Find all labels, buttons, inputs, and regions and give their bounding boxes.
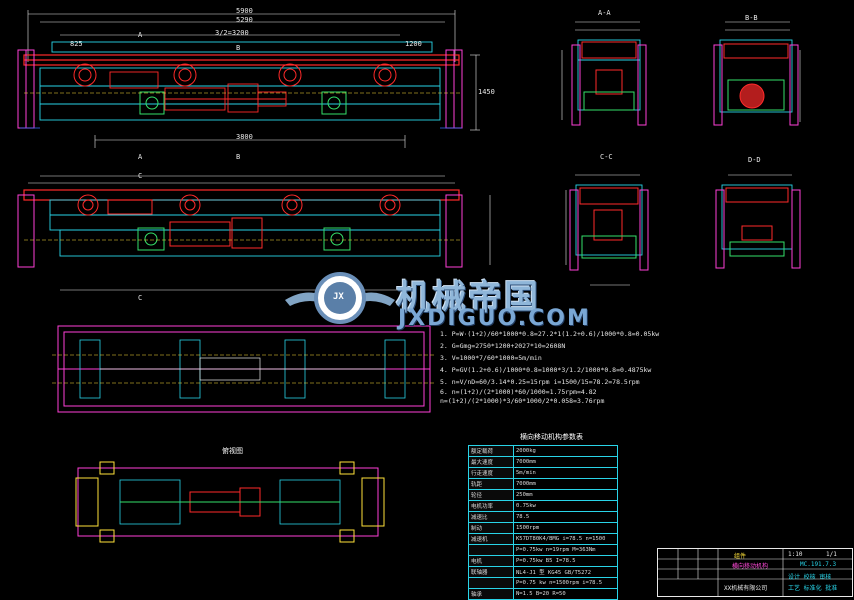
param-key: 电机 [468, 555, 514, 567]
param-value: 250mm [513, 489, 618, 501]
section-b-label: B-B [745, 14, 758, 22]
param-value: P=0.75kw B5 I=78.5 [513, 555, 618, 567]
param-key: 减速比 [468, 511, 514, 523]
calc-note: n=(1+2)/(2*1000)*3/60*1000/2*0.058=3.76r… [440, 397, 605, 405]
param-key [468, 544, 514, 556]
param-value: 78.5 [513, 511, 618, 523]
title-block: MC.191.7.3 横向移动机构 1:10 1/1 组件 XX机械有限公司 设… [657, 548, 853, 597]
watermark-wings [285, 272, 395, 324]
dim-right: 1200 [405, 40, 422, 48]
param-key: 行走速度 [468, 467, 514, 479]
title-block-scale: 1:10 [788, 551, 803, 558]
param-key: 减速机 [468, 533, 514, 545]
calc-note: 4. P=GV(1.2+0.6)/1000*0.8=1000*3/1.2/100… [440, 366, 652, 374]
dim-inner: 5290 [236, 16, 253, 24]
param-value: 5m/min [513, 467, 618, 479]
param-value: 1500rpm [513, 522, 618, 534]
calc-note: 5. n=V/nD=60/3.14*0.25=15rpm i=1500/15=7… [440, 378, 640, 386]
param-value: 7000mm [513, 478, 618, 490]
param-value: 0.75kw [513, 500, 618, 512]
param-key: 联轴器 [468, 566, 514, 578]
section-c-label: C-C [600, 153, 613, 161]
cut-mark-c-bottom: C [138, 294, 143, 302]
param-value: 2000kg [513, 445, 618, 457]
section-a-label: A-A [598, 9, 611, 17]
param-value: P=0.75 kw n=1500rpm i=78.5 [513, 577, 618, 589]
title-block-note-2: 工艺 标准化 批准 [788, 585, 838, 592]
title-block-sheet: 1/1 [826, 551, 837, 558]
watermark-cn: 机械帝国 [396, 278, 540, 318]
dim-span: 3/2=3200 [215, 29, 249, 37]
dim-bottom-span: 3800 [236, 133, 253, 141]
section-d-view [715, 174, 801, 269]
param-table-row: P=0.75 kw n=1500rpm i=78.5 [468, 577, 618, 589]
dim-overall: 5900 [236, 7, 253, 15]
title-block-drawing-no: MC.191.7.3 [800, 561, 837, 568]
calc-note: 6. n=(1+2)/(2*1000)*60/1000=1.75rpm=4.82 [440, 388, 597, 396]
param-key [468, 577, 514, 589]
title-block-company: XX机械有限公司 [724, 585, 768, 592]
calc-note: 2. G=Gmg=2750*1200+2027*10=2608N [440, 342, 566, 350]
param-table-row: P=0.75kw n=19rpm M=363Nm [468, 544, 618, 556]
lower-plan-view [75, 461, 385, 543]
calc-note: 3. V=1000*7/60*1000=5m/min [440, 354, 542, 362]
section-b-view [713, 21, 801, 126]
cut-mark-a-bottom: A [138, 153, 143, 161]
title-block-name: 横向移动机构 [732, 563, 769, 570]
param-key: 电机功率 [468, 500, 514, 512]
plan-view-title: 俯视图 [222, 447, 243, 455]
dim-left: 825 [70, 40, 83, 48]
cut-mark-b-top: B [236, 44, 241, 52]
param-value: P=0.75kw n=19rpm M=363Nm [513, 544, 618, 556]
param-key: 轨距 [468, 478, 514, 490]
front-elevation-bottom [17, 175, 491, 291]
param-key: 额定载荷 [468, 445, 514, 457]
cut-mark-a-top: A [138, 31, 143, 39]
param-key: 轴承 [468, 588, 514, 600]
section-c-view [565, 174, 649, 286]
title-block-note-1: 设计 校核 审核 [788, 574, 832, 581]
section-a-view [561, 21, 647, 126]
param-key: 制动 [468, 522, 514, 534]
param-key: 轮径 [468, 489, 514, 501]
watermark-badge: JX [333, 292, 344, 302]
plan-view [52, 325, 436, 413]
param-value: NL4-J1 型 KG45 GB/T5272 [513, 566, 618, 578]
param-table-title: 横向移动机构参数表 [520, 433, 583, 441]
watermark-en: JXDIGUO.COM [398, 306, 591, 331]
param-value: K57DT80K4/BMG i=78.5 n=1500 [513, 533, 618, 545]
param-value: 7000mm [513, 456, 618, 468]
title-block-material: 组件 [734, 553, 747, 560]
front-elevation-top [17, 10, 480, 148]
section-d-label: D-D [748, 156, 761, 164]
title-block-grid [658, 549, 852, 596]
param-value: N=1.5 B=20 R=50 [513, 588, 618, 600]
calc-note: 1. P=W·(1+2)/60*1000*0.8=27.2*1(1.2+0.6)… [440, 330, 660, 338]
param-key: 最大速度 [468, 456, 514, 468]
cut-mark-b-bottom: B [236, 153, 241, 161]
cut-mark-c-top: C [138, 172, 143, 180]
dim-side-height: 1450 [478, 88, 495, 96]
